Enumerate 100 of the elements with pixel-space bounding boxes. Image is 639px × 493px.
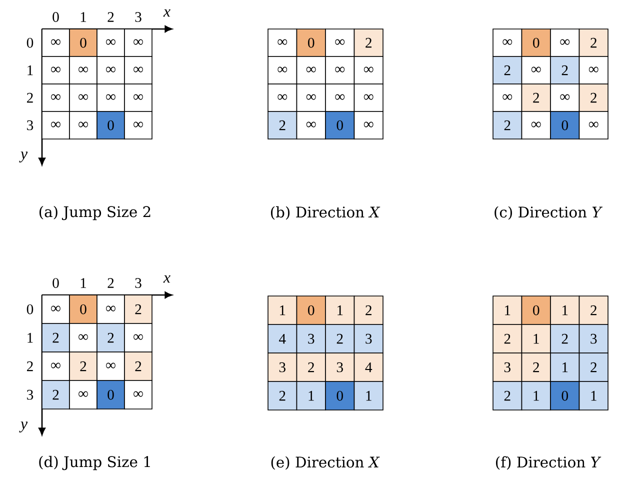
grid-cell: 0 — [325, 381, 355, 410]
subfigure-caption: (d) Jump Size 1 — [39, 456, 150, 470]
axis-label: x — [163, 9, 170, 17]
grid-cell: ∞ — [268, 56, 298, 84]
axis-label: 3 — [27, 390, 34, 400]
grid-cell: 2 — [578, 84, 608, 112]
subfigure-caption: (a) Jump Size 2 — [40, 206, 150, 220]
axis-label: 2 — [26, 361, 33, 372]
axis-label: y — [19, 422, 28, 432]
grid-cell: ∞ — [69, 380, 98, 410]
grid-cell: ∞ — [268, 28, 298, 57]
grid-cell: ∞ — [550, 28, 580, 57]
grid-cell: ∞ — [296, 84, 326, 112]
grid-cell: ∞ — [521, 111, 551, 140]
grid-cell: ∞ — [296, 111, 326, 140]
grid-cell: ∞ — [42, 294, 70, 324]
grid-cell: ∞ — [96, 56, 125, 84]
subfigure-caption: (b) Direction X — [271, 206, 380, 220]
grid-cell: 3 — [268, 352, 298, 382]
grid-cell: ∞ — [124, 323, 152, 352]
grid-cell: 2 — [521, 352, 551, 382]
grid-cell: ∞ — [578, 111, 608, 140]
axis-label: 0 — [26, 38, 34, 48]
grid-cell: ∞ — [354, 84, 384, 112]
grid-cell: 0 — [521, 28, 551, 57]
grid-cell: 2 — [492, 111, 522, 140]
grid-cell: ∞ — [354, 56, 384, 84]
grid-cell: 1 — [521, 324, 551, 354]
grid-cell: 2 — [42, 380, 70, 410]
grid-cell: ∞ — [42, 84, 70, 112]
axis-label: 2 — [108, 278, 114, 288]
grid-cell: 2 — [492, 56, 522, 84]
axis-label: 3 — [27, 120, 34, 130]
grid-cell: ∞ — [96, 28, 125, 57]
axis-label: 2 — [26, 92, 33, 103]
grid-cell: ∞ — [325, 84, 355, 112]
grid-cell: ∞ — [69, 84, 98, 112]
grid-cell: ∞ — [521, 56, 551, 84]
grid-cell: 1 — [325, 296, 355, 325]
grid-cell: ∞ — [42, 111, 70, 140]
grid-cell: 0 — [521, 296, 551, 325]
grid-cell: ∞ — [124, 28, 152, 57]
grid-cell: 2 — [550, 56, 580, 84]
grid-cell: 2 — [354, 28, 384, 57]
grid-cell: ∞ — [124, 111, 152, 140]
grid-cell: ∞ — [69, 56, 98, 84]
axis-label: 1 — [28, 332, 33, 343]
subfigure-caption: (e) Direction X — [271, 456, 380, 470]
axis-label: 1 — [80, 278, 86, 288]
grid-cell: 2 — [521, 84, 551, 112]
grid-cell: 1 — [492, 296, 522, 325]
subfigure-caption: (c) Direction Y — [494, 206, 603, 220]
grid-cell: 3 — [325, 352, 355, 382]
grid-cell: ∞ — [325, 56, 355, 84]
grid-cell: 2 — [124, 352, 152, 381]
grid-cell: 0 — [69, 28, 98, 57]
grid-cell: ∞ — [124, 56, 152, 84]
grid-cell: ∞ — [69, 323, 98, 352]
grid-cell: 2 — [325, 324, 355, 354]
grid-cell: 2 — [268, 381, 298, 410]
grid-cell: 2 — [550, 324, 580, 354]
grid-cell: ∞ — [124, 380, 152, 410]
grid-cell: 2 — [578, 296, 608, 325]
grid-cell: 3 — [492, 352, 522, 382]
grid-cell: 2 — [42, 323, 70, 352]
grid-cell: 3 — [296, 324, 326, 354]
grid-cell: ∞ — [492, 28, 522, 57]
grid-cell: 1 — [268, 296, 298, 325]
grid-cell: 2 — [124, 294, 152, 324]
grid-cell: ∞ — [578, 56, 608, 84]
axis-label: 0 — [52, 12, 59, 22]
grid-cell: 3 — [578, 324, 608, 354]
grid-cell: ∞ — [296, 56, 326, 84]
grid-cell: ∞ — [550, 84, 580, 112]
grid-cell: 4 — [268, 324, 298, 354]
grid-cell: 1 — [296, 381, 326, 410]
grid-cell: 2 — [96, 323, 125, 352]
grid-cell: 0 — [325, 111, 355, 140]
grid-cell: ∞ — [325, 28, 355, 57]
grid-cell: 1 — [550, 296, 580, 325]
grid-cell: ∞ — [96, 294, 125, 324]
grid-cell: ∞ — [42, 352, 70, 381]
axis-label: 1 — [80, 12, 86, 22]
grid-cell: 0 — [550, 111, 580, 140]
grid-cell: ∞ — [124, 84, 152, 112]
grid-cell: 1 — [521, 381, 551, 410]
grid-cell: ∞ — [42, 28, 70, 57]
axis-label: x — [163, 275, 170, 283]
grid-cell: 2 — [492, 324, 522, 354]
grid-cell: 1 — [354, 381, 384, 410]
grid-cell: 4 — [354, 352, 384, 382]
grid-cell: 1 — [550, 352, 580, 382]
grid-cell: 2 — [578, 28, 608, 57]
axis-label: 3 — [135, 12, 142, 22]
grid-cell: 0 — [550, 381, 580, 410]
axis-label: 1 — [28, 65, 33, 76]
grid-cell: 0 — [296, 28, 326, 57]
axis-label: y — [19, 152, 28, 162]
grid-cell: 0 — [296, 296, 326, 325]
grid-cell: 0 — [96, 380, 125, 410]
